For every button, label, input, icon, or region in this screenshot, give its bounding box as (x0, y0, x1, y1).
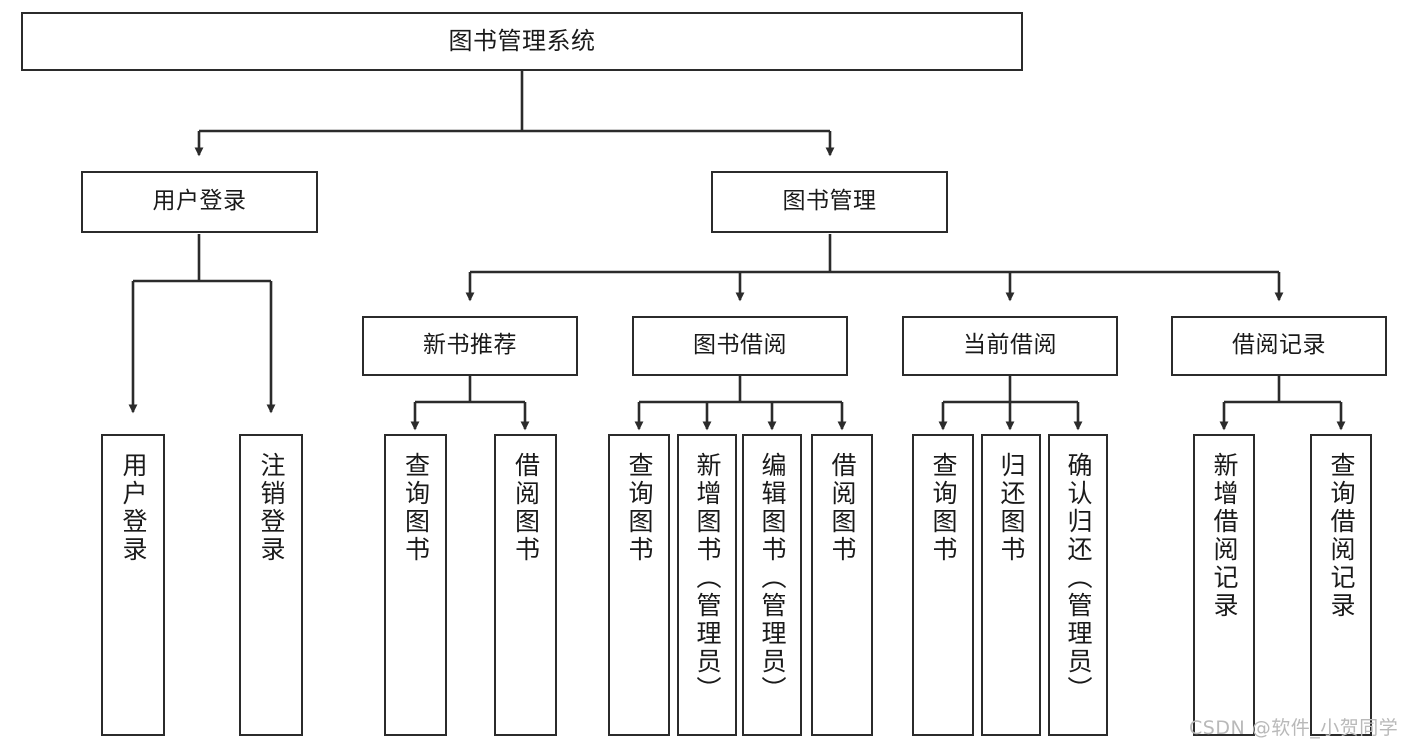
node-current-borrowing[interactable]: 当前借阅 (902, 316, 1118, 376)
leaf-borrow-edit-book-admin[interactable]: 编辑图书（管理员） (742, 434, 802, 736)
node-label: 图书管理系统 (448, 27, 596, 56)
node-label: 当前借阅 (963, 332, 1057, 359)
node-label: 归还图书 (997, 452, 1026, 564)
leaf-record-add-borrow-record[interactable]: 新增借阅记录 (1193, 434, 1255, 736)
csdn-watermark: CSDN @软件_小贺同学 (1189, 717, 1399, 739)
leaf-borrow-query-books[interactable]: 查询图书 (608, 434, 670, 736)
node-label: 查询图书 (401, 452, 431, 564)
node-label: 注销登录 (257, 452, 286, 564)
node-label: 借阅图书 (828, 452, 857, 564)
node-user-login[interactable]: 用户登录 (81, 171, 318, 233)
leaf-current-return-books[interactable]: 归还图书 (981, 434, 1041, 736)
node-label: 编辑图书（管理员） (758, 452, 787, 704)
node-label: 用户登录 (119, 452, 148, 564)
node-label: 确认归还（管理员） (1064, 452, 1093, 704)
node-label: 查询图书 (625, 452, 654, 564)
leaf-borrow-add-book-admin[interactable]: 新增图书（管理员） (677, 434, 737, 736)
node-label: 借阅图书 (511, 452, 541, 564)
node-label: 新书推荐 (423, 332, 517, 359)
leaf-borrow-borrow-books[interactable]: 借阅图书 (811, 434, 873, 736)
node-label: 新增借阅记录 (1210, 452, 1239, 620)
leaf-new-book-borrow-books[interactable]: 借阅图书 (494, 434, 557, 736)
node-label: 图书借阅 (693, 332, 787, 359)
node-borrowing-record[interactable]: 借阅记录 (1171, 316, 1387, 376)
node-root-book-management-system[interactable]: 图书管理系统 (21, 12, 1023, 71)
leaf-user-login-signout[interactable]: 注销登录 (239, 434, 303, 736)
leaf-current-query-books[interactable]: 查询图书 (912, 434, 974, 736)
node-label: 查询借阅记录 (1327, 452, 1356, 620)
node-label: 查询图书 (929, 452, 958, 564)
node-label: 借阅记录 (1232, 332, 1326, 359)
leaf-record-query-borrow-record[interactable]: 查询借阅记录 (1310, 434, 1372, 736)
node-book-management[interactable]: 图书管理 (711, 171, 948, 233)
node-label: 用户登录 (152, 188, 247, 215)
node-book-borrowing[interactable]: 图书借阅 (632, 316, 848, 376)
leaf-new-book-query-books[interactable]: 查询图书 (384, 434, 447, 736)
node-label: 新增图书（管理员） (693, 452, 722, 704)
leaf-user-login-signin[interactable]: 用户登录 (101, 434, 165, 736)
node-label: 图书管理 (782, 188, 877, 215)
leaf-current-confirm-return-admin[interactable]: 确认归还（管理员） (1048, 434, 1108, 736)
node-new-book-recommendation[interactable]: 新书推荐 (362, 316, 578, 376)
